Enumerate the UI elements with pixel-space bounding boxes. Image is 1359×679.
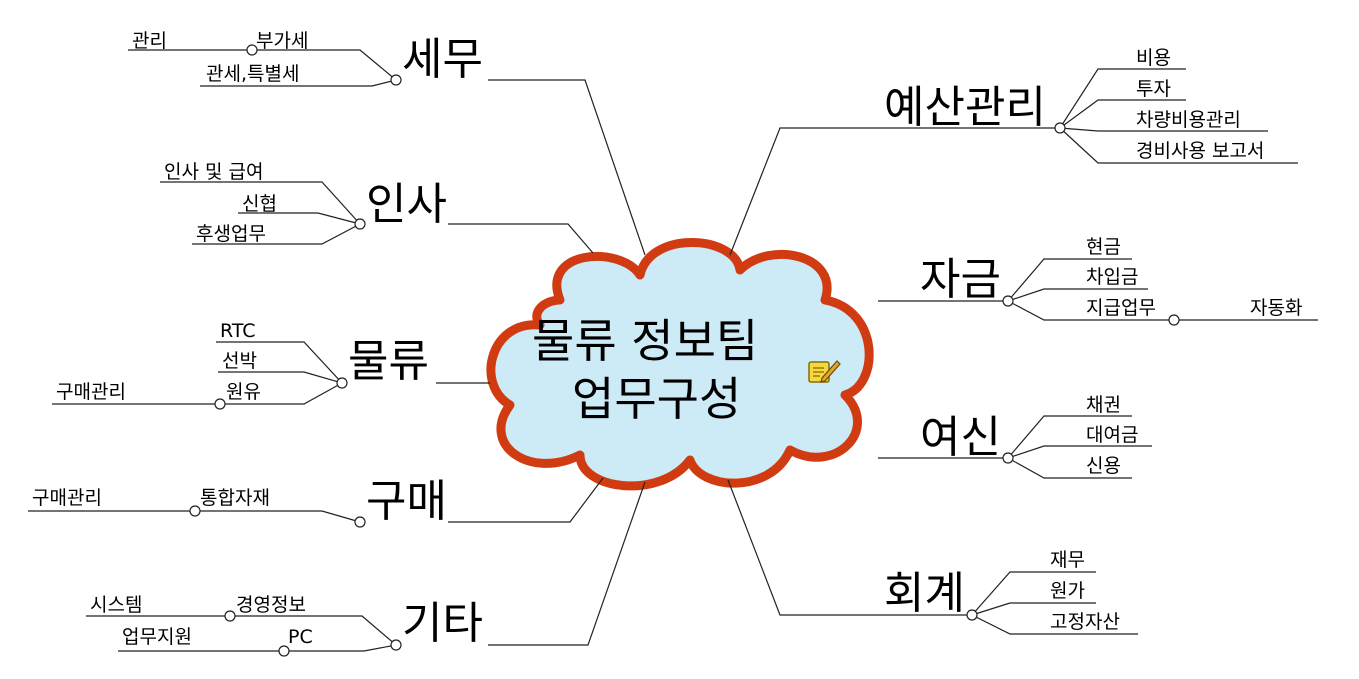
branch-line-gumae: [448, 477, 604, 523]
subtopic-gyeongbi[interactable]: 경비사용 보고서: [1136, 140, 1265, 162]
subtopic-system[interactable]: 시스템: [90, 594, 143, 616]
subtopic-charyang[interactable]: 차량비용관리: [1136, 109, 1241, 131]
subtopic-insa-geupyeo[interactable]: 인사 및 급여: [164, 161, 264, 183]
branch-line-semu: [488, 79, 646, 256]
subtopic-tonghap[interactable]: 통합자재: [200, 487, 270, 509]
subtopic-gumae-gwanri-2[interactable]: 구매관리: [32, 487, 102, 509]
subtopic-gwanse[interactable]: 관세,특별세: [206, 63, 300, 85]
sub-line-tuja: [1059, 99, 1186, 129]
sub-line-insa-geupyeo: [160, 181, 361, 225]
subtopic-chaipgeum[interactable]: 차입금: [1086, 266, 1139, 288]
sub-line-bugase: [252, 49, 397, 81]
node-bugase[interactable]: [246, 44, 258, 56]
topic-insa[interactable]: 인사: [366, 179, 447, 230]
subtopic-tuja[interactable]: 투자: [1136, 78, 1171, 100]
topic-semu[interactable]: 세무: [402, 34, 483, 85]
sub-line-hyeongeum: [1007, 258, 1132, 302]
subtopic-wonyu[interactable]: 원유: [226, 381, 261, 403]
sub-line-gwanse: [200, 79, 397, 87]
subtopic-chaegwon[interactable]: 채권: [1086, 394, 1121, 416]
sub-line-pc: [284, 644, 397, 652]
subtopic-bugase[interactable]: 부가세: [256, 30, 309, 52]
sub-line-rtc: [216, 341, 343, 384]
subtopic-pc[interactable]: PC: [288, 626, 313, 648]
branch-line-gita: [488, 481, 646, 646]
sub-line-chaegwon: [1007, 415, 1132, 459]
sub-line-gojeong: [971, 614, 1138, 635]
sub-line-tonghap: [195, 510, 361, 523]
topic-hoegye[interactable]: 회계: [884, 568, 965, 619]
topic-yesan[interactable]: 예산관리: [884, 82, 1046, 133]
branch-line-insa: [448, 223, 594, 254]
sub-line-sinhyeop: [238, 212, 361, 225]
sub-line-wonyu: [220, 382, 343, 405]
center-title-line-1: 물류 정보팀: [532, 314, 759, 368]
node-topic-semu[interactable]: [390, 74, 402, 86]
node-topic-mulryu[interactable]: [336, 377, 348, 389]
subtopic-wonga[interactable]: 원가: [1050, 580, 1085, 602]
subtopic-rtc[interactable]: RTC: [220, 320, 256, 342]
sub-line-daeyeogeum: [1007, 445, 1152, 459]
node-tonghap[interactable]: [189, 505, 201, 517]
subtopic-seonbak[interactable]: 선박: [222, 350, 257, 372]
topic-yeosin[interactable]: 여신: [920, 412, 1001, 463]
sub-line-wonga: [971, 602, 1096, 616]
sub-line-charyang: [1059, 127, 1268, 132]
node-topic-jageum[interactable]: [1002, 295, 1014, 307]
sub-line-biyong: [1059, 68, 1186, 129]
sub-line-jaemu: [971, 571, 1096, 616]
sub-line-chaipgeum: [1007, 288, 1148, 302]
topic-mulryu[interactable]: 물류: [348, 336, 429, 387]
node-topic-gumae[interactable]: [354, 516, 366, 528]
subtopic-jaemu[interactable]: 재무: [1050, 549, 1085, 571]
node-wonyu[interactable]: [214, 398, 226, 410]
node-pc[interactable]: [278, 645, 290, 657]
subtopic-gojeong[interactable]: 고정자산: [1050, 611, 1120, 633]
subtopic-gumae-gwanri-1[interactable]: 구매관리: [56, 381, 126, 403]
note-pencil-icon[interactable]: [806, 356, 842, 386]
subtopic-daeyeogeum[interactable]: 대여금: [1086, 424, 1139, 446]
sub-line-seonbak: [218, 371, 343, 384]
node-topic-insa[interactable]: [354, 218, 366, 230]
topic-jageum[interactable]: 자금: [920, 254, 1001, 305]
center-cloud[interactable]: [486, 238, 874, 491]
sub-line-jigeup: [1007, 300, 1174, 321]
node-topic-hoegye[interactable]: [966, 609, 978, 621]
subtopic-jadonghwa[interactable]: 자동화: [1250, 297, 1303, 319]
sub-line-sinyong: [1007, 457, 1132, 479]
topic-gita[interactable]: 기타: [402, 598, 483, 649]
subtopic-gyeongyeong[interactable]: 경영정보: [236, 594, 306, 616]
subtopic-eopmu-jiwon[interactable]: 업무지원: [122, 626, 192, 648]
subtopic-jigeup[interactable]: 지급업무: [1086, 297, 1156, 319]
subtopic-husaeng[interactable]: 후생업무: [196, 223, 266, 245]
sub-line-gyeongbi: [1059, 127, 1298, 164]
node-topic-yesan[interactable]: [1054, 122, 1066, 134]
node-topic-gita[interactable]: [390, 639, 402, 651]
sub-line-gyeongyeong: [230, 615, 397, 646]
center-title-line-2: 업무구성: [572, 372, 742, 426]
subtopic-sinhyeop[interactable]: 신협: [242, 193, 277, 215]
sub-line-husaeng: [192, 223, 361, 245]
subtopic-sinyong[interactable]: 신용: [1086, 455, 1121, 477]
node-gyeongyeong[interactable]: [224, 610, 236, 622]
subtopic-gwanri[interactable]: 관리: [132, 30, 167, 52]
node-topic-yeosin[interactable]: [1002, 452, 1014, 464]
subtopic-biyong[interactable]: 비용: [1136, 47, 1171, 69]
branch-line-yesan: [729, 127, 1060, 256]
subtopic-hyeongeum[interactable]: 현금: [1086, 236, 1121, 258]
node-jigeup[interactable]: [1168, 314, 1180, 326]
topic-gumae[interactable]: 구매: [366, 476, 447, 527]
branch-line-hoegye: [727, 479, 972, 616]
